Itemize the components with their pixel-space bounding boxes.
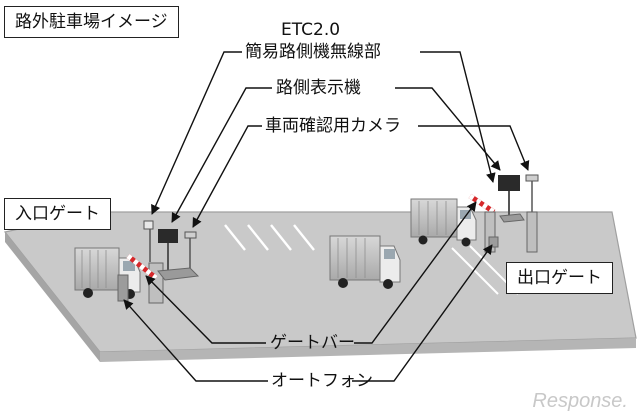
- entrance-gate-label: 入口ゲート: [4, 198, 111, 230]
- exit-truck: [410, 198, 477, 247]
- entrance-gate-bar: [126, 254, 158, 280]
- roadside-display-label: 路側表示機: [276, 78, 361, 98]
- parking-lot: [3, 211, 637, 362]
- exit-gate-label: 出口ゲート: [506, 262, 613, 294]
- auto-phone-label: オートフォン: [271, 371, 373, 391]
- etc-label-line2: 簡易路側機無線部: [245, 42, 381, 62]
- gate-bar-label: ゲートバー: [270, 333, 355, 353]
- watermark-logo: Response.: [532, 390, 628, 412]
- exit-gate-bar: [468, 193, 496, 215]
- exit-gate-equipment: [468, 174, 539, 253]
- parked-truck: [329, 235, 401, 289]
- etc-label-line1: ETC2.0: [281, 20, 341, 40]
- diagram-title: 路外駐車場イメージ: [4, 6, 179, 38]
- callout-arrows: [123, 51, 530, 382]
- vehicle-camera-label: 車両確認用カメラ: [265, 116, 401, 136]
